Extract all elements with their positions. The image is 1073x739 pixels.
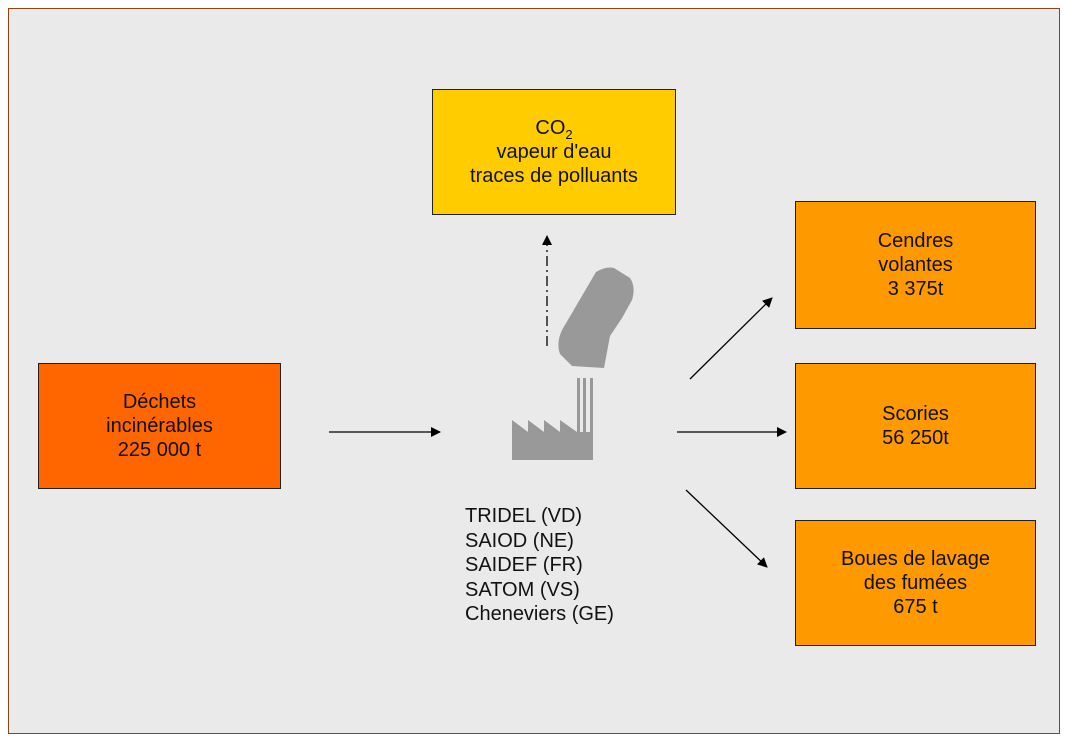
arrow-plant-to-sludge bbox=[685, 489, 768, 568]
smoke-icon bbox=[558, 267, 634, 368]
input-label-1: Déchets bbox=[122, 391, 197, 413]
sludge-label-1: Boues de lavage bbox=[840, 548, 990, 570]
plant-item: SAIOD (NE) bbox=[465, 529, 574, 552]
arrow-plant-to-ash bbox=[689, 297, 773, 380]
ash-label-1: Cendres bbox=[877, 230, 954, 252]
plants-list: TRIDEL (VD) SAIOD (NE) SAIDEF (FR) SATOM… bbox=[465, 504, 614, 627]
sludge-amount: 675 t bbox=[893, 596, 938, 618]
slag-label: Scories bbox=[882, 403, 949, 425]
plant-item: SAIDEF (FR) bbox=[465, 554, 583, 576]
slag-amount: 56 250t bbox=[882, 427, 949, 449]
input-waste-box: Déchets incinérables 225 000 t bbox=[38, 363, 281, 489]
plant-item: TRIDEL (VD) bbox=[465, 505, 583, 527]
output-slag-box: Scories 56 250t bbox=[795, 363, 1036, 489]
input-label-2: incinérables bbox=[106, 415, 213, 437]
sludge-label-2: des fumées bbox=[863, 572, 968, 594]
factory-icon bbox=[512, 378, 593, 460]
emissions-box: CO2 vapeur d'eau traces de polluants bbox=[432, 89, 676, 215]
output-fly-ash-box: Cendres volantes 3 375t bbox=[795, 201, 1036, 329]
plant-item: SATOM (VS) bbox=[465, 578, 580, 601]
emission-vapor: vapeur d'eau bbox=[496, 141, 612, 163]
ash-amount: 3 375t bbox=[887, 278, 944, 300]
output-sludge-box: Boues de lavage des fumées 675 t bbox=[795, 520, 1036, 646]
ash-label-2: volantes bbox=[878, 254, 953, 276]
input-amount: 225 000 t bbox=[117, 439, 202, 461]
emission-co2: CO2 bbox=[535, 117, 573, 142]
plant-item: Cheneviers (GE) bbox=[465, 603, 614, 625]
emission-traces: traces de polluants bbox=[470, 165, 638, 187]
